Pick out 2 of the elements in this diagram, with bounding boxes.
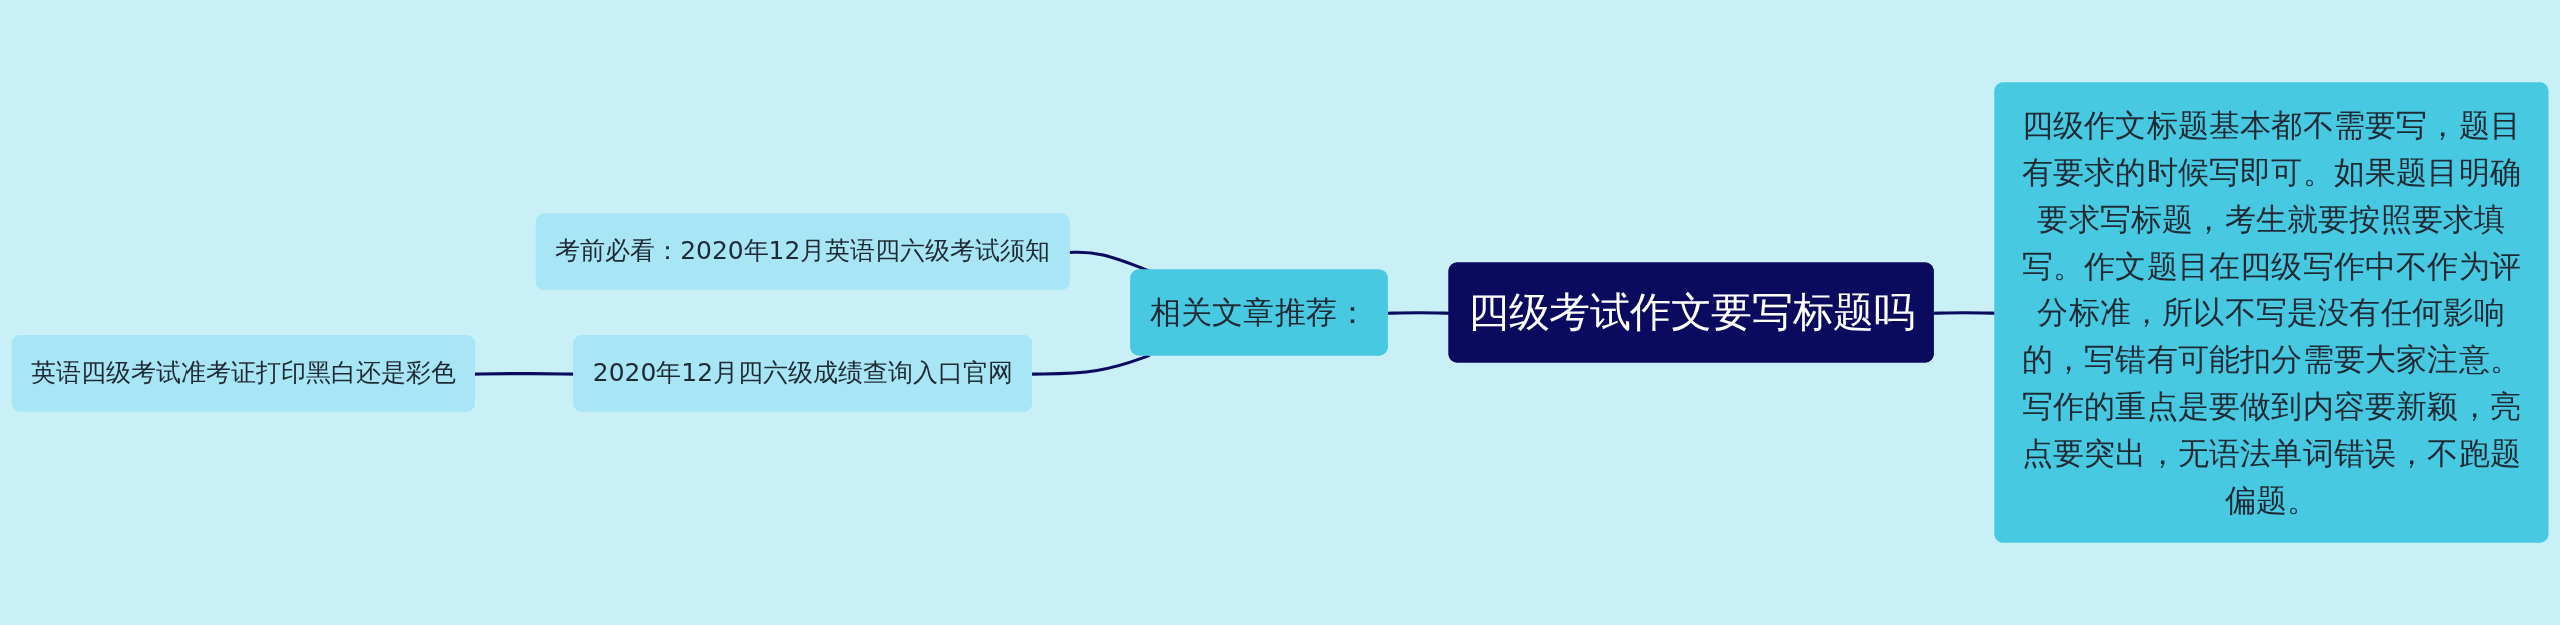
connector (1032, 353, 1151, 376)
connector (474, 372, 575, 376)
